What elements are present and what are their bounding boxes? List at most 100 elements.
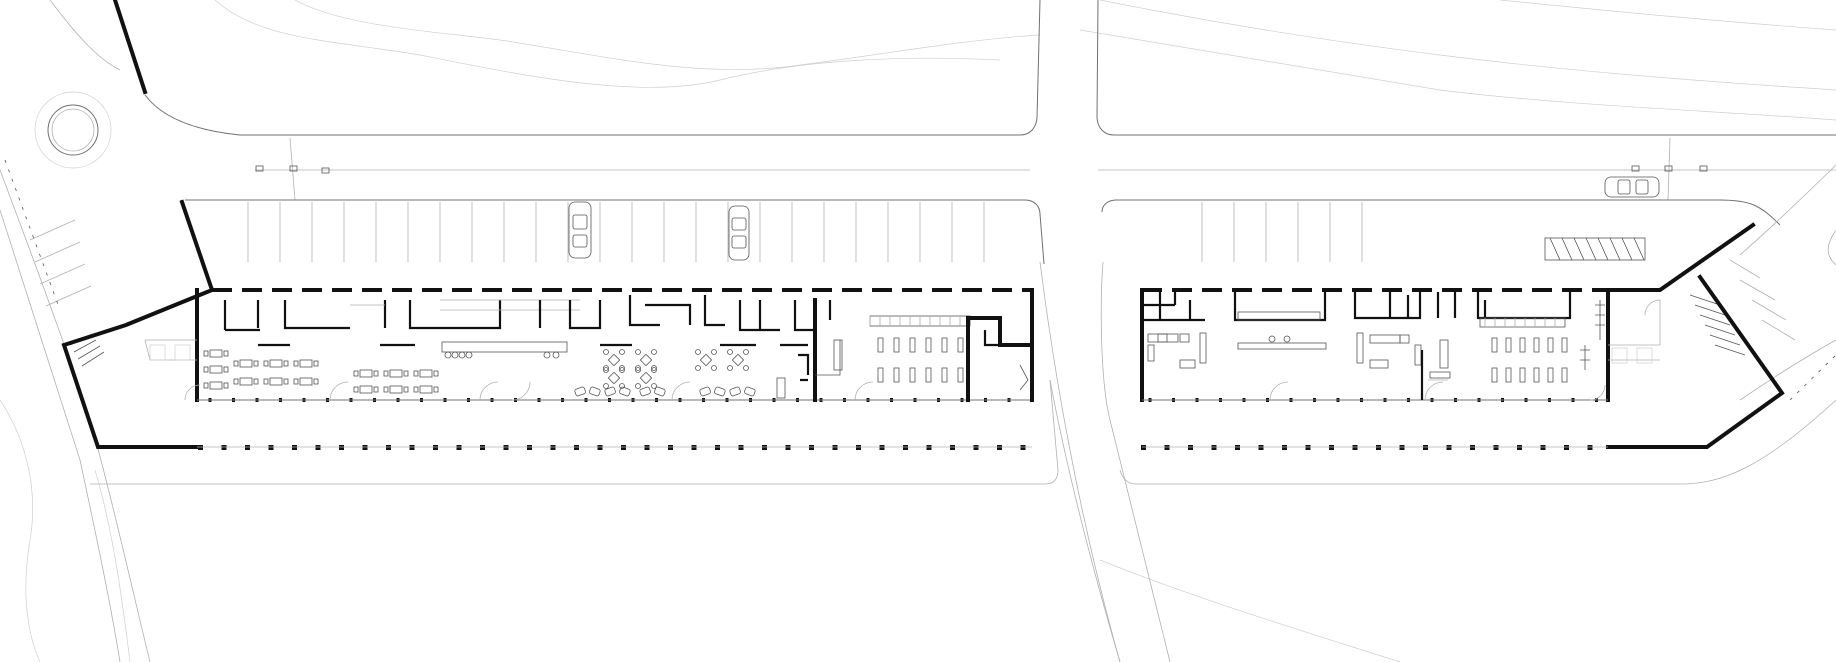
column <box>1423 445 1428 450</box>
chair <box>253 378 259 385</box>
exterior-wall <box>61 287 215 449</box>
chair <box>263 378 269 385</box>
chair <box>635 349 641 355</box>
door-swings <box>1269 299 1661 401</box>
bar-stools <box>444 351 560 359</box>
table <box>419 385 433 394</box>
chair <box>293 360 299 367</box>
west-wing <box>61 0 1034 450</box>
column <box>527 445 532 450</box>
shelf <box>1491 367 1498 383</box>
chair <box>373 370 379 377</box>
column <box>832 445 838 450</box>
stool <box>543 351 551 359</box>
column <box>997 445 1002 450</box>
column <box>1305 445 1311 450</box>
column <box>691 445 697 450</box>
column <box>1329 445 1334 450</box>
chair <box>353 370 359 377</box>
shelving-racks <box>1491 337 1568 383</box>
chair <box>283 360 289 367</box>
column <box>550 445 556 450</box>
table <box>209 349 223 358</box>
column <box>809 445 814 450</box>
column <box>1540 445 1546 450</box>
lounge-chair <box>729 386 741 397</box>
table <box>607 371 621 385</box>
chair <box>711 349 717 355</box>
chair <box>383 386 389 393</box>
lounge-chair <box>619 386 631 397</box>
table <box>359 369 373 378</box>
column <box>339 445 344 450</box>
column <box>973 445 979 450</box>
chair <box>313 360 319 367</box>
chair <box>743 365 749 371</box>
column <box>480 445 485 450</box>
chair <box>651 383 657 389</box>
chair <box>403 386 409 393</box>
diagonal-parking-west <box>4 159 92 311</box>
lounge-chair <box>574 386 586 397</box>
chair <box>635 367 641 373</box>
column <box>926 445 932 450</box>
table <box>699 353 713 367</box>
column <box>903 445 908 450</box>
column <box>386 445 391 450</box>
column <box>292 445 297 450</box>
shelf <box>1519 367 1526 383</box>
chair <box>413 370 419 377</box>
table <box>299 359 313 368</box>
chair <box>413 386 419 393</box>
column <box>1564 445 1569 450</box>
diagonal-parking-east <box>1729 259 1836 401</box>
chair <box>403 370 409 377</box>
chair <box>695 365 701 371</box>
lounge-chair <box>744 386 756 397</box>
dining-tables <box>203 349 749 394</box>
shelf <box>1561 367 1568 383</box>
column <box>1211 445 1217 450</box>
lounge-chair <box>589 386 601 397</box>
shelf <box>957 337 964 353</box>
table <box>389 369 403 378</box>
column <box>198 445 203 450</box>
chair <box>603 383 609 389</box>
chair <box>433 386 439 393</box>
parked-car <box>1604 176 1660 198</box>
shelf <box>893 337 900 353</box>
lounge-chair <box>699 386 711 397</box>
column <box>1141 445 1146 450</box>
shelf <box>1519 337 1526 353</box>
exterior-wall <box>1606 274 1785 449</box>
chair <box>651 365 657 371</box>
stool <box>465 351 473 359</box>
table <box>359 385 373 394</box>
shelf <box>925 337 932 353</box>
street-posts <box>255 165 1708 174</box>
parking-stalls-west <box>247 202 985 262</box>
column <box>785 445 791 450</box>
chair <box>433 370 439 377</box>
column <box>762 445 767 450</box>
shelf <box>941 367 948 383</box>
column <box>856 445 861 450</box>
column <box>456 445 462 450</box>
shelf <box>893 367 900 383</box>
chair <box>223 366 229 373</box>
chair <box>695 349 701 355</box>
column <box>433 445 438 450</box>
table <box>269 377 283 386</box>
reception-desk <box>1237 342 1327 350</box>
column <box>1282 445 1287 450</box>
column <box>362 445 368 450</box>
shelf <box>1505 337 1512 353</box>
shelf <box>1533 367 1540 383</box>
exterior-wall <box>1606 222 1756 292</box>
shelf <box>1505 367 1512 383</box>
column <box>738 445 744 450</box>
column <box>621 445 626 450</box>
chair <box>263 360 269 367</box>
column <box>1188 445 1193 450</box>
